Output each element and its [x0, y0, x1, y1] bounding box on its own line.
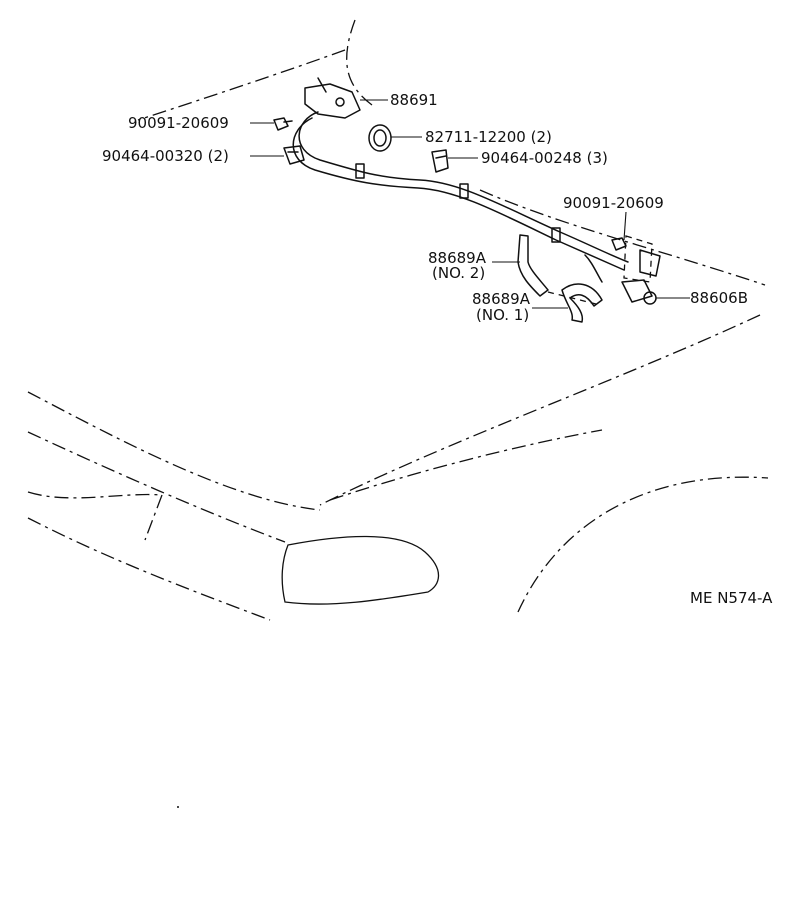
hood-left-edge — [137, 49, 346, 121]
washer-hose-assembly — [292, 111, 629, 271]
part-88689A-no2-drawing — [517, 234, 549, 297]
fender-upper-edge — [479, 189, 766, 286]
label-90464-00320: 90464-00320 (2) — [102, 147, 229, 165]
sublabel-88689A-no2: (NO. 2) — [432, 264, 485, 282]
hose-routing-phantom — [547, 254, 603, 305]
washer-hose-upper — [298, 111, 629, 263]
wheel-arch — [517, 476, 769, 613]
grille-line — [27, 491, 163, 499]
part-88691-drawing — [304, 77, 361, 119]
diagram-code: ME N574-A — [690, 589, 773, 607]
part-90091-20609-a-drawing — [273, 117, 293, 131]
label-90091-20609-b: 90091-20609 — [563, 194, 664, 212]
hose-clip-2 — [459, 183, 469, 199]
label-82711-12200: 82711-12200 (2) — [425, 128, 552, 146]
bumper-upper-line — [27, 431, 286, 543]
label-88691: 88691 — [390, 91, 438, 109]
part-labels: 88691 90091-20609 82711-12200 (2) 90464-… — [102, 91, 773, 607]
hood-front-edge — [346, 19, 373, 106]
hood-right-edge — [319, 314, 761, 506]
label-88689A-no1: 88689A — [472, 290, 531, 308]
part-90464-00248-drawing — [431, 149, 449, 173]
sublabel-88689A-no1: (NO. 1) — [476, 306, 529, 324]
bumper-lower-line — [27, 517, 271, 621]
part-90464-00320-drawing — [283, 145, 305, 165]
fender-crease — [329, 429, 603, 501]
headlamp-outline — [281, 535, 440, 605]
leader-lines — [250, 99, 690, 309]
hose-clip-3 — [551, 227, 561, 243]
washer-hose-lower — [292, 117, 625, 271]
hose-clip-1 — [355, 163, 365, 179]
label-90091-20609-a: 90091-20609 — [128, 114, 229, 132]
part-88689A-no1-drawing — [561, 283, 603, 323]
label-88689A-no2: 88689A — [428, 249, 487, 267]
label-88606B: 88606B — [690, 289, 748, 307]
label-90464-00248: 90464-00248 (3) — [481, 149, 608, 167]
vehicle-body-outline — [27, 19, 769, 621]
stray-dot — [177, 806, 179, 808]
hood-lower-line — [27, 391, 321, 511]
part-82711-12200-drawing — [368, 124, 392, 152]
grille-divider — [144, 494, 163, 541]
